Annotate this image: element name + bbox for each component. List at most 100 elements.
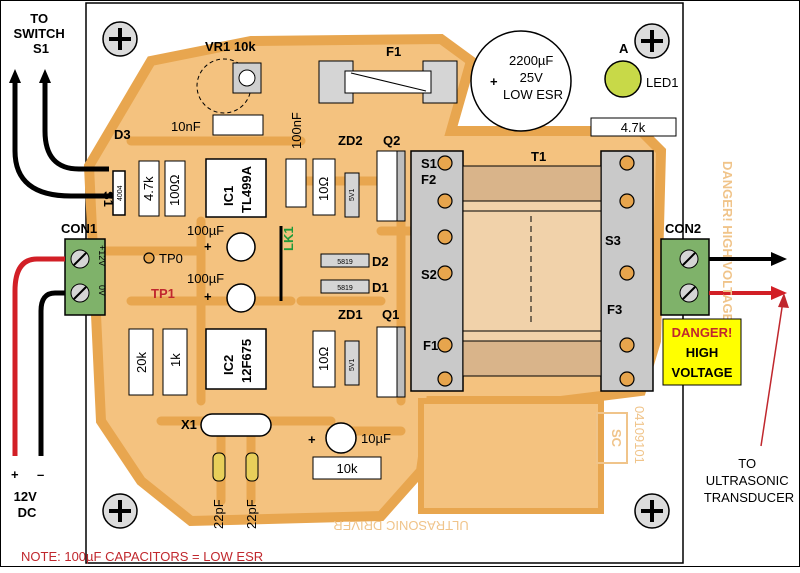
con2-label: CON2 xyxy=(665,221,701,236)
t1-pin-s1: S1 xyxy=(421,156,437,171)
c-10nf-label: 10nF xyxy=(171,119,201,134)
t1-pin-f3: F3 xyxy=(607,302,622,317)
transistor-q2 xyxy=(376,150,398,222)
transducer-arrow-icon xyxy=(778,293,789,308)
r-10-bot-label: 10Ω xyxy=(316,347,331,371)
capacitor-100uf-1 xyxy=(226,232,256,262)
resistor-100r xyxy=(164,160,186,217)
con1-12v-label: +12V xyxy=(97,245,107,266)
cap-2200uf-label: 2200µF 25V LOW ESR xyxy=(503,53,563,102)
tp0-label: TP0 xyxy=(159,251,183,266)
c-10uf-label: 10µF xyxy=(361,431,391,446)
capacitor-10nf xyxy=(212,114,264,136)
q2-label: Q2 xyxy=(383,133,400,148)
zd1-label: ZD1 xyxy=(338,307,363,322)
terminal-screw-icon xyxy=(70,249,90,269)
c-100nf-label: 100nF xyxy=(289,112,304,149)
screw-icon xyxy=(634,493,670,529)
switch-wire-2 xyxy=(42,76,109,172)
q1-label: Q1 xyxy=(382,307,399,322)
resistor-10k xyxy=(312,456,382,480)
fuse-element xyxy=(350,72,427,92)
zener-zd1 xyxy=(344,340,360,386)
output-arrow-icon xyxy=(771,252,787,266)
x1-label: X1 xyxy=(181,417,197,432)
zd1-part: 5V1 xyxy=(349,358,356,371)
c-22pf-2-label: 22pF xyxy=(244,499,259,529)
terminal-screw-icon xyxy=(679,249,699,269)
switch-wire-1 xyxy=(12,76,113,199)
screw-icon xyxy=(634,23,670,59)
d2-label: D2 xyxy=(372,254,389,269)
r-10-top-label: 10Ω xyxy=(316,177,331,201)
t1-pin-f2: F2 xyxy=(421,172,436,187)
lk1-label: LK1 xyxy=(281,226,296,251)
r-4k7-label: 4.7k xyxy=(141,176,156,201)
zd2-label: ZD2 xyxy=(338,133,363,148)
t1-label: T1 xyxy=(531,149,546,164)
transformer-t1 xyxy=(410,150,654,392)
vr1-label: VR1 10k xyxy=(205,39,256,54)
capacitor-10uf xyxy=(325,422,357,454)
danger-warning-box xyxy=(662,318,742,386)
supply-plus: + xyxy=(11,467,19,482)
supply-wire-positive xyxy=(12,256,65,456)
capacitor-22pf-1 xyxy=(212,452,226,482)
resistor-1k xyxy=(162,328,188,396)
board-danger-text: DANGER! HIGH VOLTAGE xyxy=(720,161,735,323)
r-4k7-top-label: 4.7k xyxy=(621,120,646,135)
trimpot-adjust-icon xyxy=(238,69,256,87)
r-100-label: 100Ω xyxy=(167,174,182,206)
led1-icon xyxy=(604,60,642,98)
ic1-chip xyxy=(205,158,267,218)
r-1k-label: 1k xyxy=(168,353,183,367)
board-code: 04109101 xyxy=(632,406,647,464)
capacitor-100uf-2 xyxy=(226,283,256,313)
q1-tab xyxy=(396,326,406,398)
d2-part: 5819 xyxy=(337,259,353,266)
transistor-q1 xyxy=(376,326,398,398)
danger-line-2: HIGH xyxy=(686,345,719,360)
c-100uf-1-label: 100µF xyxy=(187,223,224,238)
tp1-label: TP1 xyxy=(151,286,175,301)
resistor-10r-top xyxy=(312,158,336,216)
c-22pf-1-label: 22pF xyxy=(211,499,226,529)
sc-logo-box xyxy=(596,412,628,464)
danger-line-3: VOLTAGE xyxy=(672,365,733,380)
switch-arrow-icon xyxy=(9,69,51,83)
t1-pin-s2: S2 xyxy=(421,267,437,282)
output-arrow-icon xyxy=(771,286,787,300)
q2-tab xyxy=(396,150,406,222)
d3-label: D3 xyxy=(114,127,131,142)
transducer-pointer xyxy=(760,300,784,447)
capacitor-2200uf xyxy=(470,30,572,132)
tp0-pad xyxy=(143,252,155,264)
screw-icon xyxy=(102,493,138,529)
zd2-part: 5V1 xyxy=(349,188,356,201)
d1-label: D1 xyxy=(372,280,389,295)
sc-logo: SC xyxy=(609,429,624,448)
resistor-20k xyxy=(128,328,154,396)
transformer-pads xyxy=(437,155,635,387)
ic1-name: IC1 xyxy=(221,186,236,206)
c2-plus: + xyxy=(204,289,212,304)
terminal-screw-icon xyxy=(679,283,699,303)
to-transducer-label: TO ULTRASONIC TRANSDUCER xyxy=(704,456,794,505)
danger-line-1: DANGER! xyxy=(672,325,733,340)
cap-plus-sign: + xyxy=(490,74,498,89)
c-10uf-plus: + xyxy=(308,432,316,447)
ic1-part: TL499A xyxy=(239,165,254,213)
screw-icon xyxy=(102,21,138,57)
capacitor-22pf-2 xyxy=(245,452,259,482)
c-100uf-2-label: 100µF xyxy=(187,271,224,286)
to-switch-label: TO SWITCH S1 xyxy=(14,11,69,56)
terminal-screw-icon xyxy=(70,283,90,303)
zener-zd2 xyxy=(344,172,360,218)
led-anode-label: A xyxy=(619,41,629,56)
r-20k-label: 20k xyxy=(134,352,149,373)
resistor-4k7 xyxy=(138,160,160,217)
ic2-name: IC2 xyxy=(221,355,236,375)
c1-plus: + xyxy=(204,239,212,254)
